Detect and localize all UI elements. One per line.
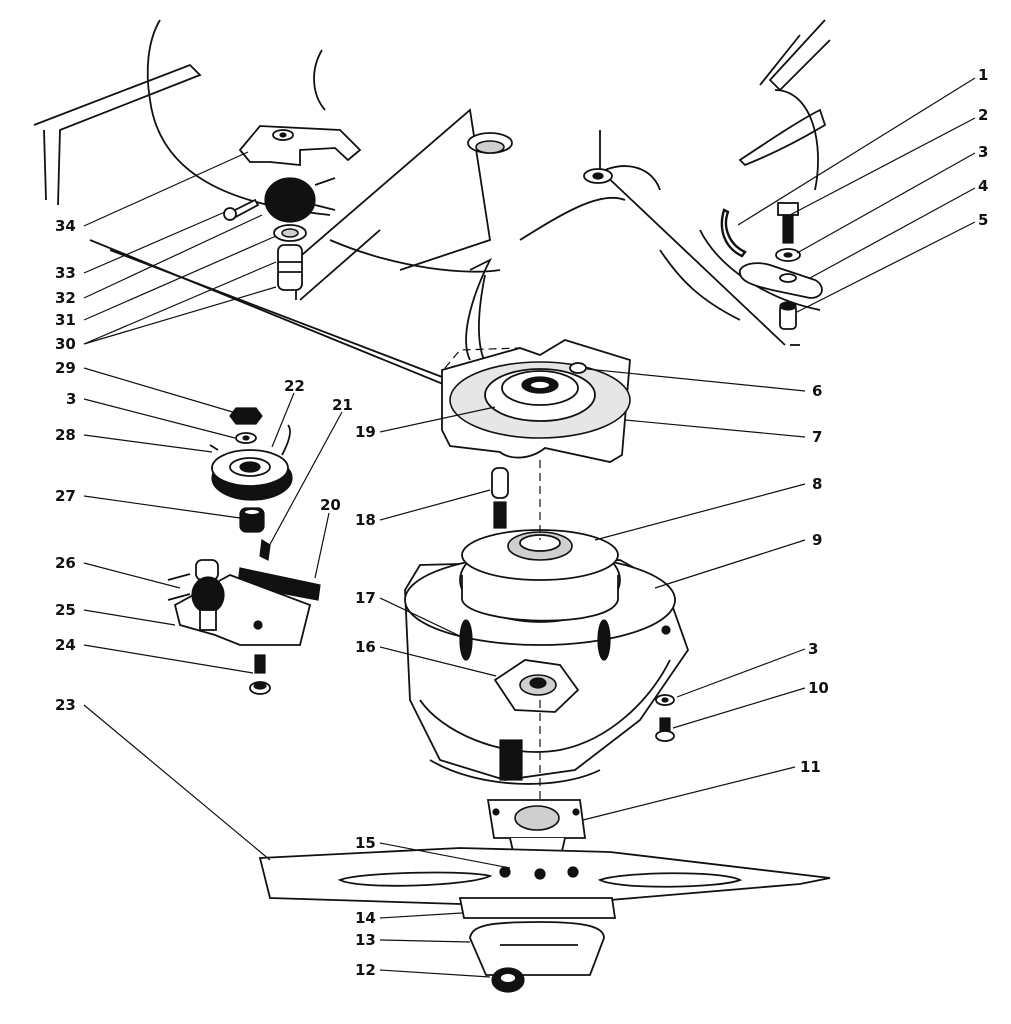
- callout-2: 2: [978, 106, 988, 124]
- leader-lines: [83, 77, 976, 978]
- cutting-blade: [258, 847, 831, 919]
- callout-3-right: 3: [808, 640, 818, 658]
- callout-28: 28: [55, 426, 76, 444]
- mower-deck-outline: [33, 19, 831, 396]
- callout-12: 12: [355, 961, 376, 979]
- callout-14: 14: [355, 909, 376, 927]
- idler-pulley-assembly: [209, 407, 293, 533]
- callout-26: 26: [55, 554, 76, 572]
- callout-17: 17: [355, 589, 376, 607]
- tension-bracket-assembly: [167, 538, 321, 695]
- idler-bracket-assembly: [223, 125, 362, 291]
- callout-6: 6: [812, 382, 822, 400]
- callout-27: 27: [55, 487, 76, 505]
- callout-1: 1: [978, 66, 988, 84]
- callout-33: 33: [55, 264, 76, 282]
- callout-20: 20: [320, 496, 341, 514]
- callout-30: 30: [55, 335, 76, 353]
- callout-25: 25: [55, 601, 76, 619]
- callout-31: 31: [55, 311, 76, 329]
- callout-34: 34: [55, 217, 76, 235]
- callout-16: 16: [355, 638, 376, 656]
- callout-10: 10: [808, 679, 829, 697]
- callout-8: 8: [812, 475, 822, 493]
- mounting-plate: [441, 339, 631, 463]
- callout-32: 32: [55, 289, 76, 307]
- callout-23: 23: [55, 696, 76, 714]
- callout-29: 29: [55, 359, 76, 377]
- callout-22: 22: [284, 377, 305, 395]
- callout-labels: 1 2 3 4 5 6 7 8 9 3 10 11 12 13 14 15 16…: [55, 66, 988, 979]
- blade-bolt-assembly: [469, 921, 605, 993]
- callout-3: 3: [978, 143, 988, 161]
- callout-13: 13: [355, 931, 376, 949]
- washer-and-bolt: [655, 694, 675, 742]
- motor-mount-housing: [404, 529, 690, 785]
- callout-11: 11: [800, 758, 821, 776]
- callout-18: 18: [355, 511, 376, 529]
- callout-4: 4: [978, 177, 988, 195]
- callout-15: 15: [355, 834, 376, 852]
- callout-24: 24: [55, 636, 76, 654]
- callout-3-left: 3: [66, 390, 76, 408]
- spring-pin: [491, 467, 509, 529]
- clip-and-link-assembly: [720, 202, 823, 330]
- callout-9: 9: [812, 531, 822, 549]
- callout-7: 7: [812, 428, 822, 446]
- callout-5: 5: [978, 211, 988, 229]
- callout-19: 19: [355, 423, 376, 441]
- callout-21: 21: [332, 396, 353, 414]
